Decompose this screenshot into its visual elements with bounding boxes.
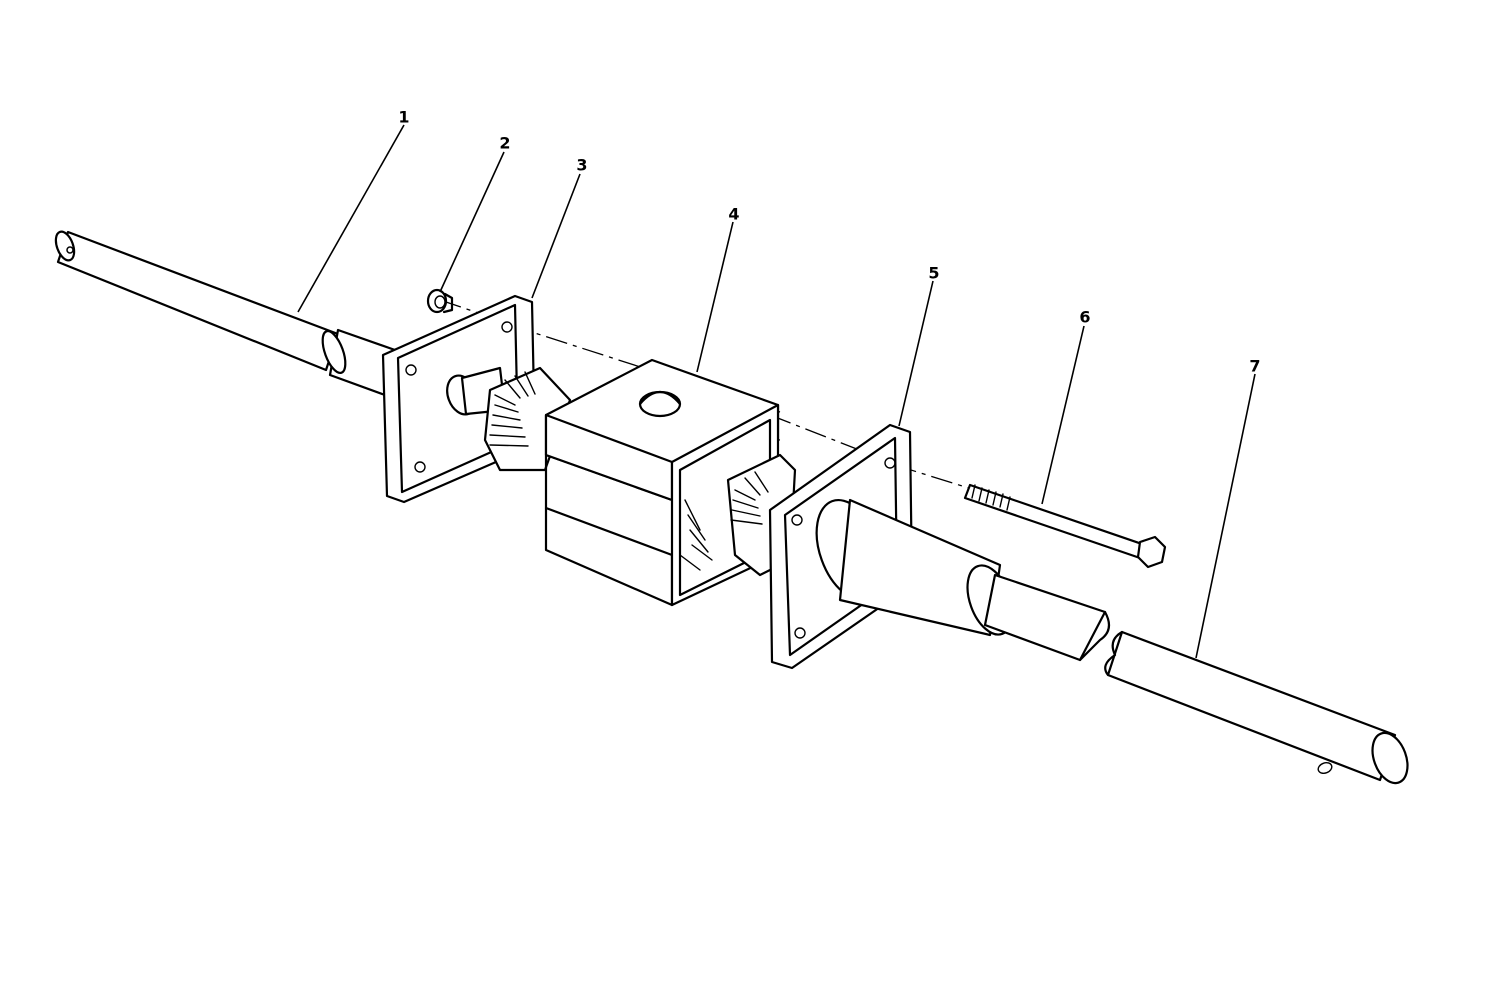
leader-lines <box>297 124 1256 659</box>
part-1-left-shaft <box>54 230 397 397</box>
callout-1: 1 <box>398 107 410 127</box>
callout-4: 4 <box>728 204 740 224</box>
part-6-bolt <box>963 483 1167 569</box>
part-7-right-shaft <box>1104 630 1409 785</box>
callout-3: 3 <box>576 155 588 175</box>
callout-7: 7 <box>1249 356 1261 376</box>
callout-2: 2 <box>499 133 511 153</box>
part-5-right-flange <box>726 423 1111 670</box>
callout-6: 6 <box>1079 307 1091 327</box>
part-3-left-flange <box>381 294 572 504</box>
callout-5: 5 <box>928 263 940 283</box>
part-2-nut <box>426 288 454 314</box>
